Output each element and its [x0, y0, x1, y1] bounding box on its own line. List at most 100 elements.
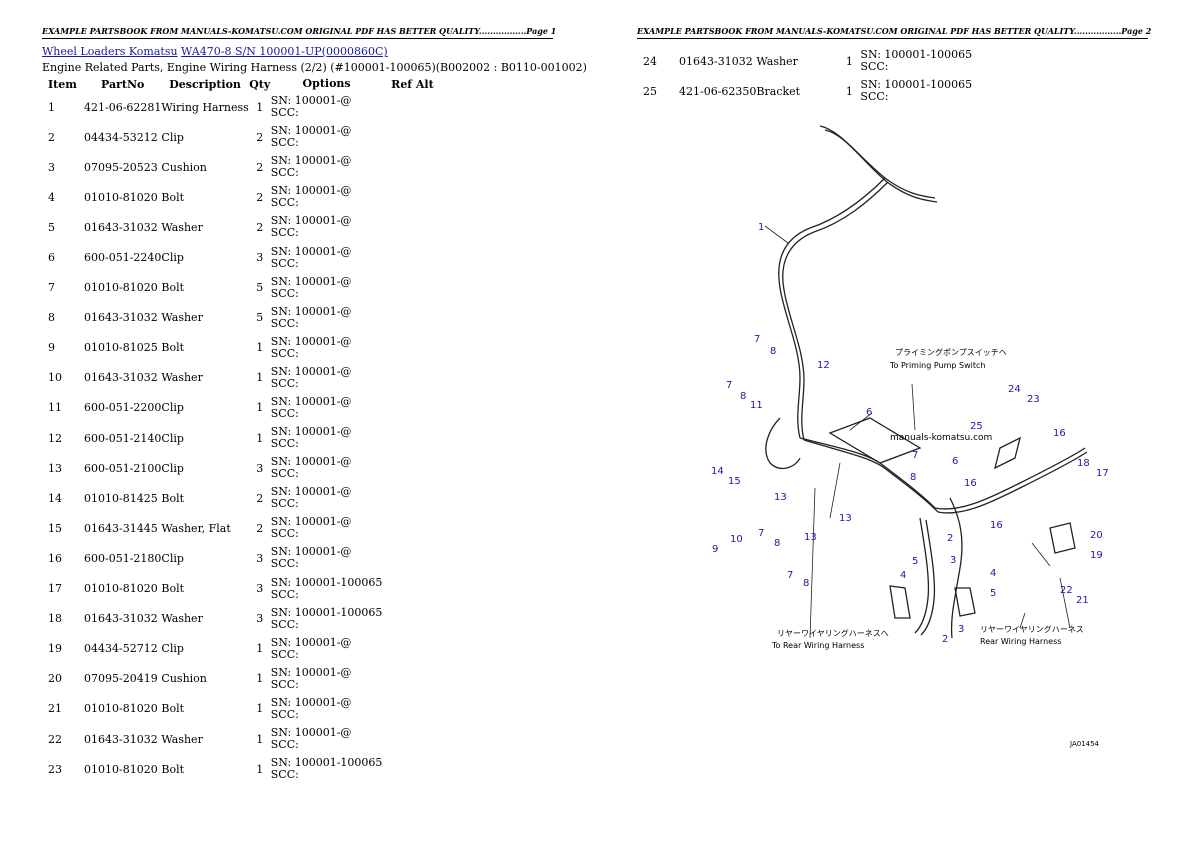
serial-range: SN: 100001-100065 [270, 605, 383, 619]
scc-label: SCC: [270, 166, 299, 180]
note-rear-2-en: Rear Wiring Harness [980, 637, 1061, 646]
breadcrumb-link-category[interactable]: Wheel Loaders Komatsu [42, 45, 178, 58]
scc-label: SCC: [270, 286, 299, 300]
serial-range: SN: 100001-@ [270, 545, 352, 559]
svg-text:2: 2 [947, 533, 953, 544]
svg-text:23: 23 [1027, 394, 1040, 405]
part-description: Washer [756, 54, 798, 68]
scc-label: SCC: [270, 497, 299, 511]
note-rear-2-jp: リヤーワイヤリングハーネス [980, 624, 1084, 634]
breadcrumb-link-model[interactable]: WA470-8 S/N 100001-UP(0000860C) [181, 45, 388, 58]
part-options: SN: 100001-@SCC: [271, 212, 383, 242]
ref-alt [382, 694, 442, 724]
parts-table-page1: Item PartNo Description Qty Options Ref … [42, 76, 442, 784]
item-number: 23 [48, 762, 62, 776]
scc-label: SCC: [270, 587, 299, 601]
scc-label: SCC: [270, 557, 299, 571]
svg-text:8: 8 [770, 346, 776, 357]
part-options: SN: 100001-@SCC: [271, 393, 383, 423]
part-description: Wiring Harness [161, 100, 249, 114]
svg-text:8: 8 [910, 472, 916, 483]
item-number: 22 [48, 732, 62, 746]
part-quantity: 5 [256, 281, 264, 295]
note-priming-en: To Priming Pump Switch [889, 361, 985, 370]
item-number: 11 [48, 401, 62, 415]
ref-alt [382, 363, 442, 393]
item-number: 6 [48, 251, 55, 265]
part-quantity: 1 [256, 672, 264, 686]
part-number: 01010-81020 [84, 281, 158, 295]
scc-label: SCC: [270, 738, 299, 752]
part-number: 01643-31032 [84, 612, 158, 626]
svg-text:4: 4 [990, 568, 996, 579]
svg-text:4: 4 [900, 570, 906, 581]
item-number: 4 [48, 190, 55, 204]
svg-text:14: 14 [711, 466, 724, 477]
part-description: Clip [161, 251, 184, 265]
table-header-row: Item PartNo Description Qty Options Ref … [42, 76, 442, 92]
part-quantity: 3 [256, 251, 264, 265]
item-number: 21 [48, 702, 62, 716]
ref-alt [382, 483, 442, 513]
serial-range: SN: 100001-@ [270, 214, 352, 228]
part-description: Bolt [161, 190, 185, 204]
part-number: 01643-31445 [84, 521, 158, 535]
part-options: SN: 100001-@SCC: [271, 152, 383, 182]
part-options: SN: 100001-@SCC: [271, 453, 383, 483]
part-number: 421-06-62350 [679, 84, 757, 98]
serial-range: SN: 100001-@ [270, 124, 352, 138]
svg-text:15: 15 [728, 476, 741, 487]
part-number: 01010-81020 [84, 702, 158, 716]
part-options: SN: 100001-@SCC: [271, 483, 383, 513]
part-options: SN: 100001-@SCC: [271, 242, 383, 272]
item-number: 2 [48, 130, 55, 144]
item-number: 13 [48, 461, 62, 475]
ref-alt [972, 46, 1032, 76]
part-quantity: 2 [256, 190, 264, 204]
part-number: 01643-31032 [84, 371, 158, 385]
page-header-2: EXAMPLE PARTSBOOK FROM MANUALS-KOMATSU.C… [637, 26, 1151, 39]
part-description: Clip [161, 401, 184, 415]
ref-alt [382, 152, 442, 182]
svg-text:12: 12 [817, 360, 830, 371]
ref-alt [382, 634, 442, 664]
svg-text:20: 20 [1090, 530, 1103, 541]
harness-lines [765, 125, 1088, 639]
scc-label: SCC: [270, 136, 299, 150]
part-options: SN: 100001-@SCC: [271, 724, 383, 754]
part-number: 01643-31032 [679, 54, 753, 68]
part-description: Bolt [161, 702, 185, 716]
svg-text:7: 7 [912, 450, 918, 461]
part-options: SN: 100001-@SCC: [271, 273, 383, 303]
part-quantity: 3 [256, 582, 264, 596]
ref-alt [382, 182, 442, 212]
svg-text:5: 5 [990, 588, 996, 599]
part-number: 600-051-2100 [84, 461, 162, 475]
part-number: 600-051-2200 [84, 401, 162, 415]
part-description: Bolt [161, 341, 185, 355]
part-quantity: 1 [256, 341, 264, 355]
svg-text:5: 5 [912, 556, 918, 567]
part-description: Clip [161, 461, 184, 475]
part-number: 600-051-2140 [84, 431, 162, 445]
ref-alt [382, 724, 442, 754]
part-number: 600-051-2240 [84, 251, 162, 265]
ref-alt [382, 543, 442, 573]
scc-label: SCC: [270, 527, 299, 541]
part-description: Bolt [161, 491, 185, 505]
part-options: SN: 100001-@SCC: [271, 513, 383, 543]
part-options: SN: 100001-@SCC: [271, 664, 383, 694]
part-options: SN: 100001-@SCC: [271, 333, 383, 363]
